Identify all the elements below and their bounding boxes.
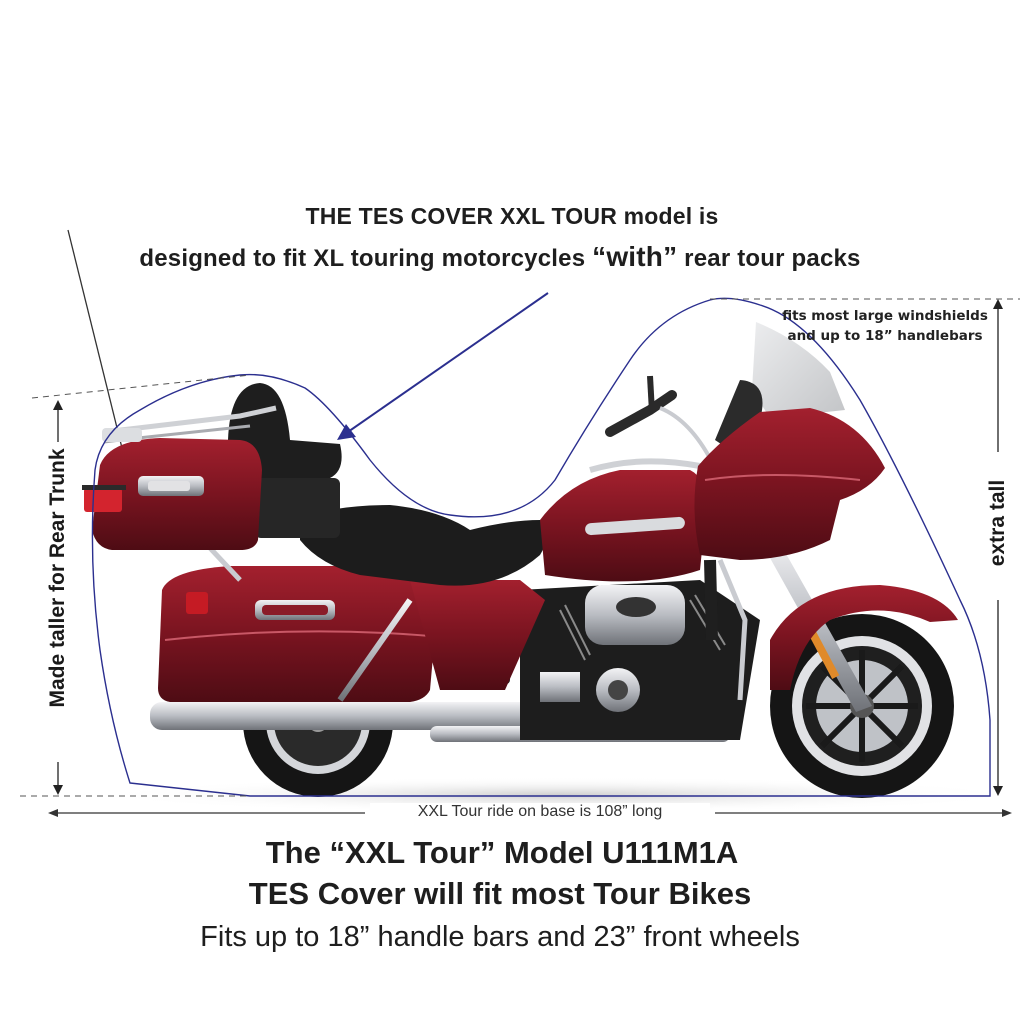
extra-tall-label: extra tall — [986, 479, 1009, 567]
antenna — [67, 229, 123, 449]
headline-line-1: THE TES COVER XXL TOUR model is — [305, 203, 719, 229]
footer-fit-line: TES Cover will fit most Tour Bikes — [248, 876, 752, 911]
pointer-arrowhead — [337, 424, 356, 440]
headline-line-2: designed to fit XL touring motorcycles “… — [0, 241, 1012, 273]
fairing — [694, 408, 885, 560]
exhaust — [150, 702, 570, 730]
pointer-arrow — [344, 292, 549, 435]
seat — [300, 505, 548, 586]
headline-line-2-post: rear tour packs — [677, 245, 861, 272]
windshield-annotation: fits most large windshields and up to 18… — [770, 306, 1000, 346]
tour-pack — [82, 405, 277, 550]
front-fender — [770, 585, 958, 690]
footer-model-line: The “XXL Tour” Model U111M1A — [265, 835, 739, 870]
rear-trunk-height-label: Made taller for Rear Trunk — [46, 448, 69, 708]
footer-spec-line: Fits up to 18” handle bars and 23” front… — [200, 921, 800, 953]
cover-outline — [91, 297, 991, 797]
engine — [520, 580, 760, 740]
saddlebag — [158, 566, 439, 702]
windshield-annotation-line-2: and up to 18” handlebars — [787, 328, 983, 344]
windshield-annotation-line-1: fits most large windshields — [782, 308, 988, 324]
handlebar — [605, 390, 677, 437]
headline-line-2-pre: designed to fit XL touring motorcycles — [139, 245, 593, 272]
windshield — [752, 322, 845, 418]
base-length-label: XXL Tour ride on base is 108” long — [370, 803, 710, 821]
headline-with-emphasis: “with” — [592, 241, 678, 272]
